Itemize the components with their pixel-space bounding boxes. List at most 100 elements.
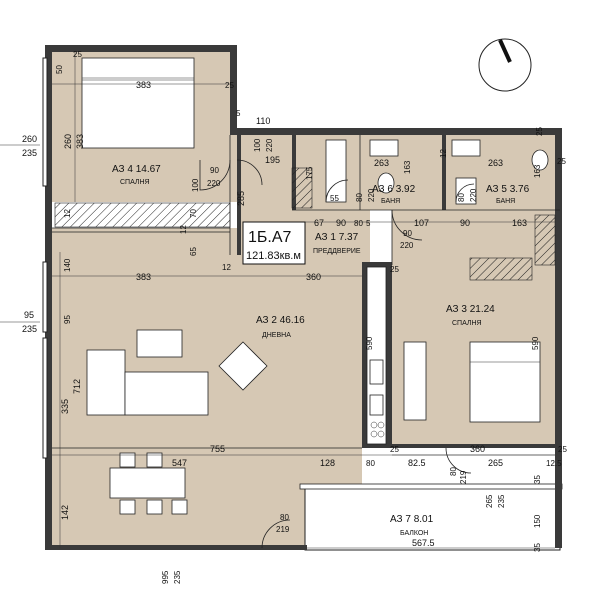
dim-25-f: 25 [390,445,399,454]
dim-235-side2: 235 [22,324,37,334]
room-sub-hall: ПРЕДДВЕРИЕ [313,248,361,255]
bath-1-fixtures [325,139,399,203]
north-arrow-icon [478,38,532,92]
dim-140: 140 [63,258,72,272]
dim-265-b: 265 [485,494,494,508]
dim-35-a: 35 [533,475,542,484]
tv-unit [403,341,427,421]
dim-260-side: 260 [22,134,37,144]
dim-12-c: 12 [179,225,188,234]
room-sub-bedroom-1: СПАЛНЯ [120,179,150,186]
dim-80-e: 80 [449,467,458,476]
bed-bedroom-2 [469,341,541,423]
coffee-table [136,329,183,358]
room-sub-bath-2: БАНЯ [496,198,515,205]
dim-383-v: 383 [75,134,85,149]
room-label-bath-1: АЗ 6 3.92 [372,184,416,195]
dim-195: 195 [265,155,280,165]
room-label-bath-2: АЗ 5 3.76 [486,184,530,195]
dim-220-e: 220 [400,241,414,250]
dim-163-c: 163 [512,218,527,228]
dim-263-a: 263 [374,158,389,168]
kitchen-counter [366,266,387,445]
room-sub-balcony: БАЛКОН [400,530,428,537]
dim-90-c: 90 [460,218,470,228]
dim-263-b: 263 [488,158,503,168]
balcony-rail [299,483,563,490]
dim-220-a: 220 [265,138,274,152]
dim-100-b: 100 [191,178,200,192]
room-sub-bath-1: БАНЯ [381,198,400,205]
dim-712: 712 [72,379,82,394]
dim-67: 67 [314,218,324,228]
dim-285: 285 [236,191,246,206]
windows-left [42,57,48,459]
dim-383-top: 383 [136,80,151,90]
dim-12-5: 12.5 [546,459,562,468]
dim-25-g: 25 [558,445,567,454]
balcony-area [304,487,561,551]
dim-65: 65 [189,247,198,256]
dim-50: 50 [55,65,64,74]
dim-95-side: 95 [24,310,34,320]
side-table [218,341,268,391]
bed-bedroom-1 [81,57,195,149]
dim-235-bottom: 235 [173,570,182,584]
dim-90-d: 90 [403,229,412,238]
room-label-bedroom-2: АЗ 3 21.24 [446,304,495,315]
dimension-lines [0,52,555,549]
dim-82-5: 82.5 [408,458,426,468]
dim-12-d: 12 [222,263,231,272]
dim-163-b: 163 [533,164,542,178]
dim-150: 150 [533,514,542,528]
dim-35-b: 35 [533,543,542,552]
dim-265-a: 265 [488,458,503,468]
dim-235-b: 235 [497,494,506,508]
dining-set [109,452,188,515]
dim-175: 175 [305,166,314,180]
dim-25-a: 25 [73,50,82,59]
room-label-balcony: АЗ 7 8.01 [390,514,434,525]
dim-995: 995 [161,570,170,584]
dim-260: 260 [63,134,73,149]
room-label-living: АЗ 2 46.16 [256,315,305,326]
dim-220-c: 220 [367,188,376,202]
dim-220-d: 220 [469,188,478,202]
dim-90-b: 90 [336,218,346,228]
dim-107: 107 [414,218,429,228]
room-label-bedroom-1: АЗ 4 14.67 [112,164,161,175]
room-sub-living: ДНЕВНА [262,332,291,339]
dim-5: 5 [236,109,241,118]
dim-590-a: 590 [365,336,374,350]
dim-80-b: 80 [457,193,466,202]
dim-70: 70 [189,209,198,218]
dim-360-a: 360 [306,272,321,282]
wardrobe-bedroom-2b [534,214,556,266]
dim-25-b: 25 [225,81,234,90]
wardrobe-hall [291,167,313,209]
room-label-hall: АЗ 1 7.37 [315,232,359,243]
dim-335: 335 [60,399,70,414]
dim-25-d: 25 [557,157,566,166]
doors [199,159,475,549]
dim-95-v: 95 [63,315,72,324]
dim-590-b: 590 [531,336,540,350]
room-sub-bedroom-2: СПАЛНЯ [452,320,482,327]
dim-80-f: 80 [280,513,289,522]
dim-128: 128 [320,458,335,468]
dim-80-c: 80 [354,219,363,228]
dim-25-c: 25 [535,127,544,136]
dim-142: 142 [60,505,70,520]
dim-12-a: 12 [439,149,448,158]
dim-100-a: 100 [253,138,262,152]
unit-info-box: 1Б.А7 121.83кв.м [242,221,306,265]
wardrobe-bedroom-2 [469,257,533,281]
dim-110: 110 [256,116,270,126]
dim-25-e: 25 [390,265,399,274]
dim-383-mid: 383 [136,272,151,282]
dim-220-b: 220 [207,179,221,188]
dim-55: 55 [330,194,339,203]
dim-5-b: 5 [366,219,371,228]
partitions [52,135,560,449]
sofa [86,349,209,416]
